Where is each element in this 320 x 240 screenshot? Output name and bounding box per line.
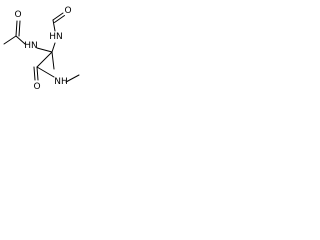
label-acetamide-nh: HN xyxy=(24,41,38,51)
bond-central-methyl xyxy=(51,51,55,70)
molecule-structure: O HN O HN O NH xyxy=(3,6,80,92)
label-formamide-nh: HN xyxy=(49,32,63,42)
bond-acetamide-nh-central-c xyxy=(36,47,53,53)
label-formyl-oxygen: O xyxy=(64,6,71,16)
bond-amide-c-o-double xyxy=(33,66,36,81)
bond-amide-c-nh xyxy=(36,66,55,78)
bond-nh-methyl xyxy=(65,74,80,83)
bond-formyl-c-n xyxy=(52,19,56,32)
structure-canvas: O HN O HN O NH xyxy=(0,0,87,104)
bond-formyl-c-o-double xyxy=(54,15,65,23)
bond-formyl-c-o xyxy=(52,12,64,21)
bond-acetyl-c-nh xyxy=(15,35,26,45)
bond-acetyl-c-o-double xyxy=(18,20,21,37)
bond-acetyl-c-o xyxy=(15,20,18,37)
label-acetyl-oxygen: O xyxy=(14,10,21,20)
bond-amide-c-o xyxy=(36,66,39,81)
bond-acetyl-methyl xyxy=(3,35,17,45)
bond-nh-central-c xyxy=(51,42,56,53)
label-methylamide-nh: NH xyxy=(54,77,68,87)
bond-central-amide-c xyxy=(36,51,53,68)
label-amide-oxygen: O xyxy=(33,82,40,92)
